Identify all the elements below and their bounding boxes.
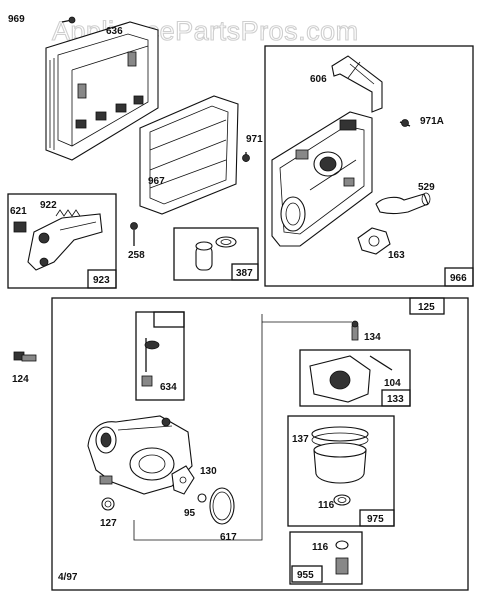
label-124: 124 — [12, 374, 29, 385]
kit-131-tag — [153, 311, 185, 328]
washer-95-part — [197, 493, 207, 503]
label-127: 127 — [100, 518, 117, 529]
plug-127-part — [101, 497, 115, 511]
kit-387-tag — [231, 263, 259, 281]
screw-971-part — [242, 152, 250, 162]
kit-966-box — [264, 45, 474, 287]
kit-975-tag — [359, 509, 395, 527]
air-cleaner-cover-part — [45, 21, 159, 161]
label-163: 163 — [388, 250, 405, 261]
float-part — [309, 355, 371, 403]
kit-125-tag — [409, 297, 445, 315]
kit-975-box — [287, 415, 395, 527]
kit-966-tag — [444, 267, 474, 287]
gasket-163-part — [357, 227, 391, 255]
screw-258-part — [130, 222, 138, 246]
label-922: 922 — [40, 200, 57, 211]
label-606: 606 — [310, 74, 327, 85]
kit-387-box — [173, 227, 259, 281]
valve-134-part — [351, 320, 359, 341]
part-621 — [13, 221, 27, 233]
kit-923-box — [7, 193, 117, 289]
spring-922-part — [55, 209, 81, 217]
label-634: 634 — [160, 382, 177, 393]
label-258: 258 — [128, 250, 145, 261]
label-529: 529 — [418, 182, 435, 193]
float-needle-part — [141, 338, 160, 387]
label-636: 636 — [106, 26, 123, 37]
kit-133-tag — [381, 389, 411, 407]
label-971: 971 — [246, 134, 263, 145]
label-95: 95 — [184, 508, 196, 519]
label-130: 130 — [200, 466, 217, 477]
governor-control-part — [27, 213, 103, 271]
breather-tube-529-part — [375, 192, 431, 215]
float-bowl-part — [311, 426, 369, 506]
label-137: 137 — [292, 434, 309, 445]
kit-923-label: 923 — [93, 275, 110, 286]
bowl-nut-part — [335, 540, 349, 575]
kit-975-label: 975 — [367, 514, 384, 525]
label-621: 621 — [10, 206, 27, 217]
bracket-606-part — [331, 55, 383, 113]
label-116-b: 116 — [312, 542, 329, 553]
screw-124-part — [13, 351, 37, 362]
label-969: 969 — [8, 14, 25, 25]
air-filter-part — [139, 95, 239, 215]
label-116-a: 116 — [318, 500, 335, 511]
kit-955-box — [289, 531, 363, 585]
air-cleaner-base-part — [271, 111, 373, 247]
carburetor-body-part — [87, 415, 193, 495]
label-967: 967 — [148, 176, 165, 187]
elbow-387-part — [195, 236, 237, 271]
connector-line — [133, 314, 263, 541]
screw-971a-part — [399, 119, 411, 127]
kit-955-label: 955 — [297, 570, 314, 581]
gasket-130-part — [171, 465, 195, 495]
kit-387-label: 387 — [236, 268, 253, 279]
pin-104-part — [369, 355, 393, 371]
oring-617-part — [209, 487, 235, 525]
kit-133-box — [299, 349, 411, 407]
screw-969-part — [61, 16, 76, 24]
label-971a: 971A — [420, 116, 444, 127]
label-104: 104 — [384, 378, 401, 389]
kit-133-label: 133 — [387, 394, 404, 405]
kit-125-label: 125 — [418, 302, 435, 313]
label-617: 617 — [220, 532, 237, 543]
kit-125-box — [51, 297, 469, 591]
kit-955-tag — [291, 565, 323, 583]
footer-date: 4/97 — [58, 572, 78, 583]
kit-966-label: 966 — [450, 273, 467, 284]
kit-923-tag — [87, 269, 117, 289]
label-134: 134 — [364, 332, 381, 343]
